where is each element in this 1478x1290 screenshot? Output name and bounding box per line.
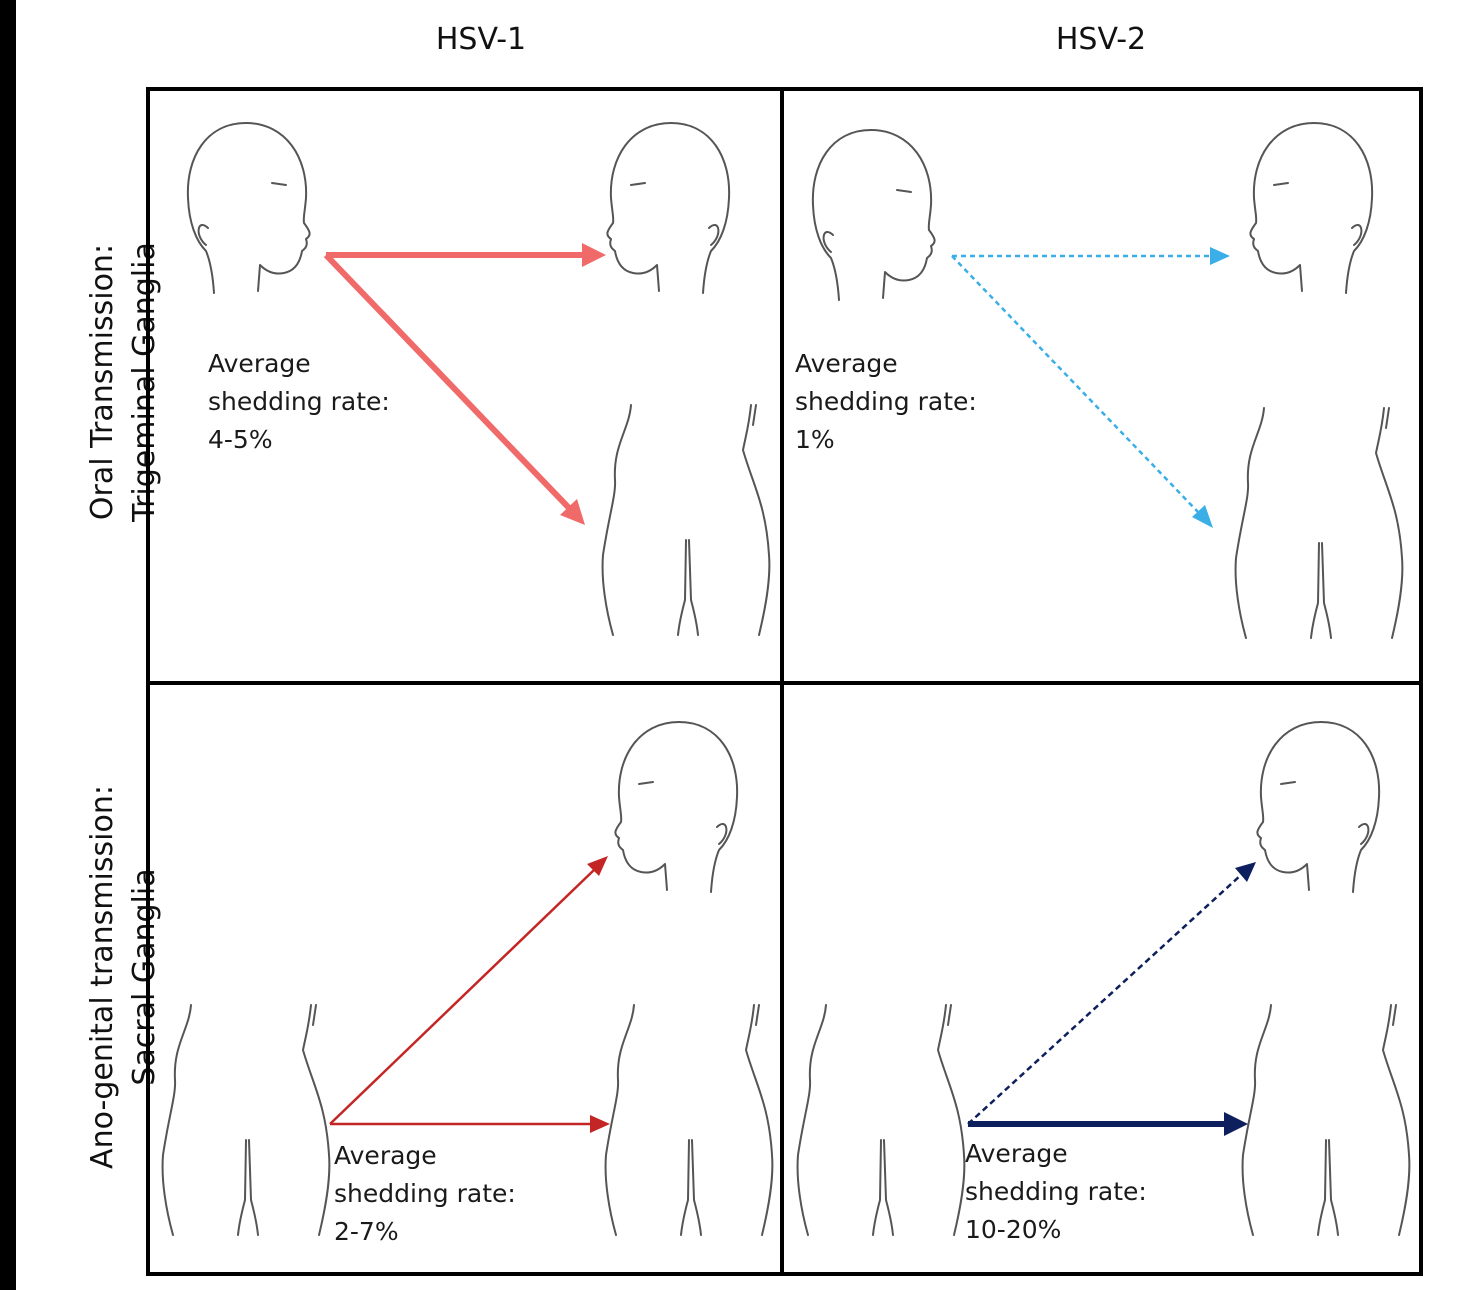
target-head-figure bbox=[615, 722, 737, 892]
shedding-rate-hsv1-oral: Average shedding rate: 4-5% bbox=[208, 345, 390, 459]
oral-to-genital-arrow bbox=[952, 256, 1198, 512]
shedding-rate-hsv2-oral: Average shedding rate: 1% bbox=[795, 345, 977, 459]
shedding-rate-value: 1% bbox=[795, 421, 977, 459]
genital-to-oral-arrow bbox=[968, 875, 1241, 1124]
shedding-rate-hsv2-genital: Average shedding rate: 10-20% bbox=[965, 1135, 1147, 1249]
hsv2-oral-arrows bbox=[952, 247, 1230, 528]
shedding-label-line2: shedding rate: bbox=[334, 1175, 516, 1213]
hsv1-genital-arrows bbox=[330, 856, 610, 1133]
target-torso-figure bbox=[1236, 408, 1403, 638]
shedding-label-line1: Average bbox=[795, 345, 977, 383]
shedding-rate-value: 10-20% bbox=[965, 1211, 1147, 1249]
shedding-label-line2: shedding rate: bbox=[965, 1173, 1147, 1211]
diagram-svg bbox=[16, 0, 1478, 1290]
genital-to-genital-arrowhead bbox=[590, 1115, 610, 1133]
diagram-canvas: HSV-1 HSV-2 Oral Transmission: Trigemina… bbox=[16, 0, 1478, 1290]
source-head-figure bbox=[813, 130, 935, 300]
shedding-label-line2: shedding rate: bbox=[208, 383, 390, 421]
source-torso-figure bbox=[163, 1005, 330, 1235]
shedding-rate-hsv1-genital: Average shedding rate: 2-7% bbox=[334, 1137, 516, 1251]
genital-to-genital-arrowhead bbox=[1224, 1112, 1248, 1136]
oral-to-genital-arrowhead bbox=[1192, 505, 1213, 528]
genital-to-oral-arrow bbox=[330, 870, 594, 1124]
arrows bbox=[326, 243, 1256, 1136]
target-torso-figure bbox=[603, 405, 770, 635]
source-torso-figure bbox=[798, 1005, 965, 1235]
shedding-label-line2: shedding rate: bbox=[795, 383, 977, 421]
target-torso-figure bbox=[1243, 1005, 1410, 1235]
hsv2-genital-arrows bbox=[968, 862, 1256, 1136]
shedding-label-line1: Average bbox=[334, 1137, 516, 1175]
oral-to-oral-arrowhead bbox=[582, 243, 606, 267]
shedding-label-line1: Average bbox=[208, 345, 390, 383]
shedding-rate-value: 2-7% bbox=[334, 1213, 516, 1251]
source-head-figure bbox=[188, 123, 310, 293]
target-head-figure bbox=[1250, 123, 1372, 293]
shedding-label-line1: Average bbox=[965, 1135, 1147, 1173]
target-head-figure bbox=[1257, 722, 1379, 892]
target-torso-figure bbox=[606, 1005, 773, 1235]
oral-to-oral-arrowhead bbox=[1210, 247, 1230, 265]
shedding-rate-value: 4-5% bbox=[208, 421, 390, 459]
target-head-figure bbox=[607, 123, 729, 293]
